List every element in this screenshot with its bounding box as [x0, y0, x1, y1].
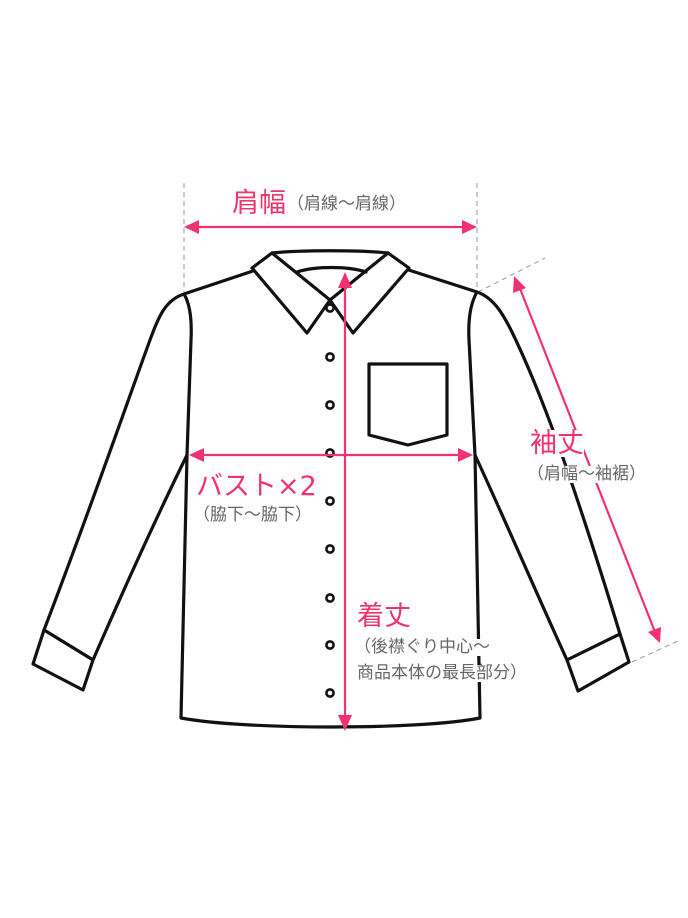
chest-pocket: [367, 362, 449, 447]
button-7: [325, 593, 335, 603]
shoulder-width-label: 肩幅: [232, 188, 286, 219]
length-arrow: [338, 272, 352, 731]
bust-arrow: [189, 448, 473, 462]
sleeve-length-arrow: [513, 276, 661, 643]
button-6: [325, 544, 335, 554]
guide-lines: [183, 183, 681, 663]
bust-label: バスト×2: [196, 471, 317, 502]
sleeve-length-sublabel: （肩幅〜袖裾）: [527, 464, 646, 484]
left-sleeve: [31, 292, 189, 692]
button-3: [325, 400, 335, 410]
shoulder-width-sublabel: （肩線〜肩線）: [287, 194, 406, 214]
bust-sublabel: （脇下〜脇下）: [193, 505, 312, 525]
button-1: [325, 303, 335, 313]
button-2: [325, 352, 335, 362]
buttons: [325, 303, 335, 698]
button-5: [325, 496, 335, 506]
length-label: 着丈: [357, 601, 411, 632]
length-sublabel-line2: 商品本体の最長部分）: [357, 663, 527, 683]
shoulder-width-arrow: [184, 220, 477, 234]
length-sublabel-line1: （後襟ぐり中心〜: [354, 637, 490, 657]
right-sleeve: [473, 290, 631, 693]
button-9: [325, 688, 335, 698]
sleeve-length-label: 袖丈: [530, 428, 584, 459]
button-8: [325, 640, 335, 650]
